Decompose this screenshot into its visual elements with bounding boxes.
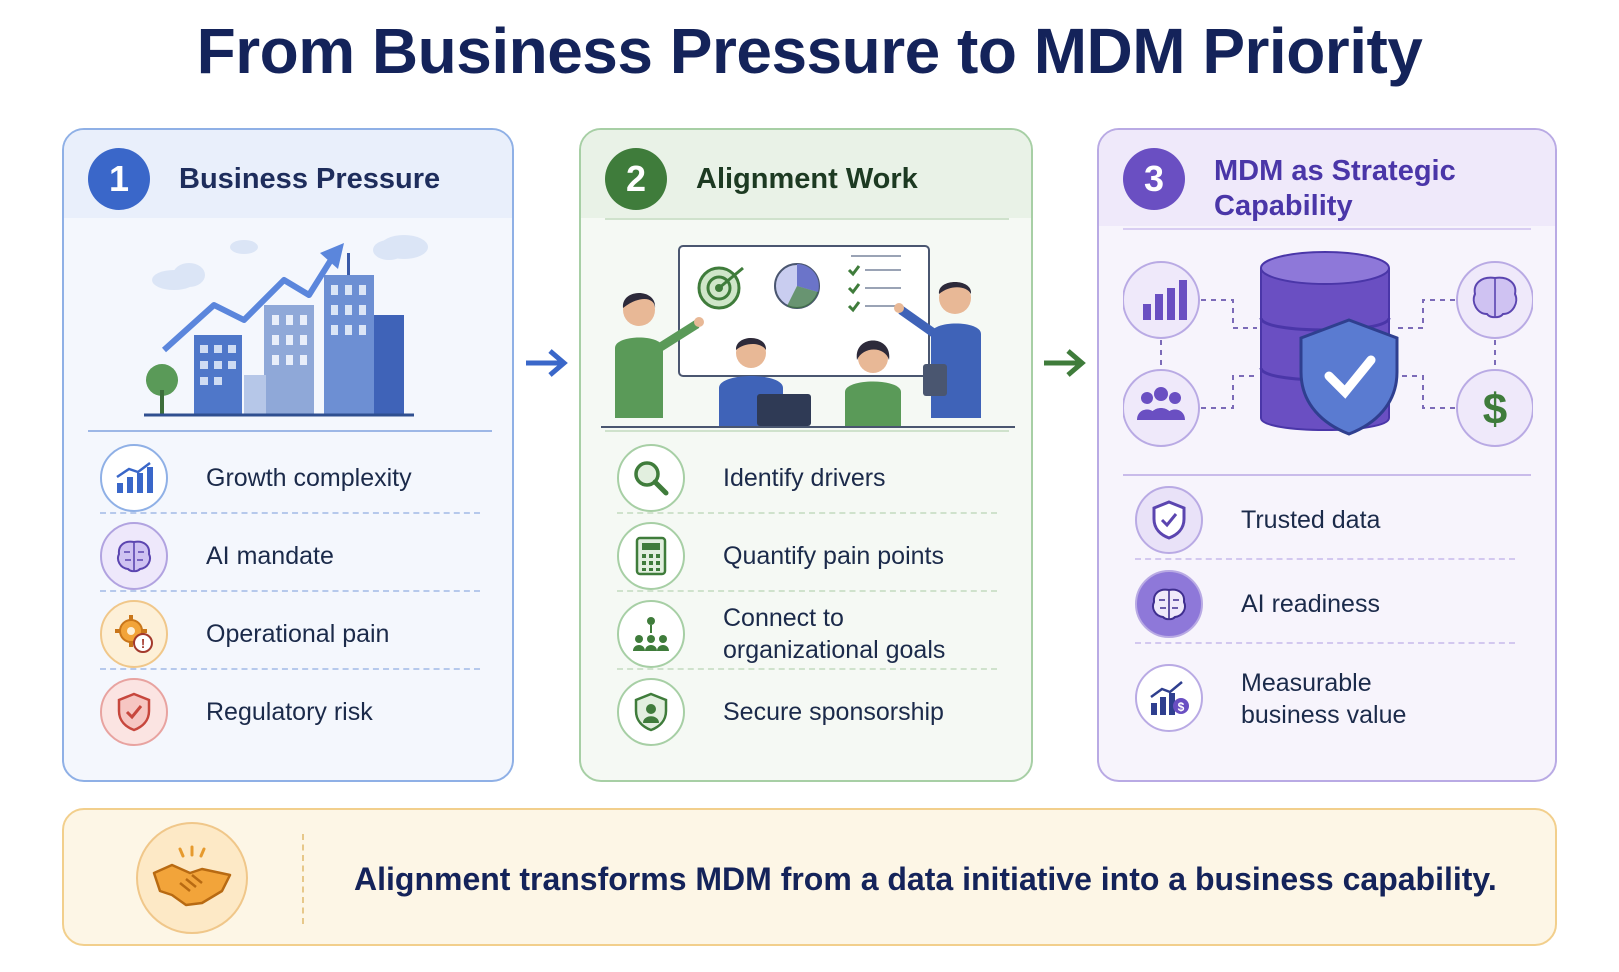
list-item-label: Operational pain — [206, 620, 390, 648]
shield-check-icon — [1135, 486, 1203, 554]
panel-mdm-strategic-capability: 3 MDM as Strategic Capability $ — [1097, 128, 1557, 782]
list-item: Regulatory risk — [100, 672, 480, 752]
list-item-label: Quantify pain points — [723, 542, 944, 570]
svg-text:$: $ — [1483, 385, 1507, 434]
list-item: Quantify pain points — [617, 516, 997, 596]
list-item: Connect to organizational goals — [617, 594, 997, 674]
panel-title: Business Pressure — [179, 163, 441, 195]
growth-dollar-icon: $ — [1135, 664, 1203, 732]
calculator-icon — [617, 522, 685, 590]
divider — [605, 430, 1009, 432]
database-shield-illustration: $ — [1123, 251, 1533, 447]
step-number: 3 — [1123, 148, 1185, 210]
divider — [302, 834, 304, 924]
list-item: Trusted data — [1135, 480, 1515, 560]
arrow-right-icon — [526, 349, 568, 377]
divider — [617, 512, 997, 514]
list-item-label: Identify drivers — [723, 464, 886, 492]
divider — [100, 512, 480, 514]
step-number: 1 — [88, 148, 150, 210]
arrow-right-icon — [1044, 349, 1086, 377]
divider — [1135, 558, 1515, 560]
svg-text:!: ! — [141, 636, 145, 651]
takeaway-text: Alignment transforms MDM from a data ini… — [354, 860, 1497, 897]
list-item: $ Measurable business value — [1135, 654, 1515, 744]
page-title: From Business Pressure to MDM Priority — [196, 15, 1423, 87]
list-item: Growth complexity — [100, 438, 480, 518]
divider — [1123, 474, 1531, 476]
panel-title: Alignment Work — [696, 163, 918, 195]
panel-title: MDM as Strategic Capability — [1214, 155, 1456, 222]
divider — [88, 430, 492, 432]
divider — [617, 590, 997, 592]
panel-business-pressure: 1 Business Pressure Growth complexity AI… — [62, 128, 514, 782]
panel-header: 2 Alignment Work — [581, 130, 1031, 218]
list-item-label: Secure sponsorship — [723, 698, 944, 726]
divider — [605, 218, 1009, 220]
shield-person-icon — [617, 678, 685, 746]
brain-icon — [100, 522, 168, 590]
org-people-icon — [617, 600, 685, 668]
takeaway-banner: Alignment transforms MDM from a data ini… — [62, 808, 1557, 946]
magnifier-icon — [617, 444, 685, 512]
list-item: AI mandate — [100, 516, 480, 596]
list-item: ! Operational pain — [100, 594, 480, 674]
team-meeting-illustration — [601, 245, 1015, 428]
svg-text:$: $ — [1178, 700, 1185, 714]
handshake-icon — [136, 822, 248, 934]
list-item: Secure sponsorship — [617, 672, 997, 752]
list-item-label: Growth complexity — [206, 464, 412, 492]
list-item-label: AI readiness — [1241, 590, 1380, 618]
step-number: 2 — [605, 148, 667, 210]
list-item-label: Connect to organizational goals — [723, 604, 946, 664]
gear-warning-icon: ! — [100, 600, 168, 668]
list-item: AI readiness — [1135, 564, 1515, 644]
divider — [100, 668, 480, 670]
list-item-label: Measurable business value — [1241, 669, 1407, 729]
city-growth-illustration — [144, 235, 428, 417]
divider — [617, 668, 997, 670]
brain-icon — [1135, 570, 1203, 638]
bar-chart-growth-icon — [100, 444, 168, 512]
panel-header: 1 Business Pressure — [64, 130, 512, 218]
list-item-label: Regulatory risk — [206, 698, 373, 726]
list-item-label: Trusted data — [1241, 506, 1381, 534]
list-item-label: AI mandate — [206, 542, 334, 570]
list-item: Identify drivers — [617, 438, 997, 518]
divider — [1135, 642, 1515, 644]
shield-check-icon — [100, 678, 168, 746]
panel-header: 3 MDM as Strategic Capability — [1099, 130, 1555, 226]
panel-alignment-work: 2 Alignment Work Identify drivers — [579, 128, 1033, 782]
divider — [1123, 228, 1531, 230]
divider — [100, 590, 480, 592]
